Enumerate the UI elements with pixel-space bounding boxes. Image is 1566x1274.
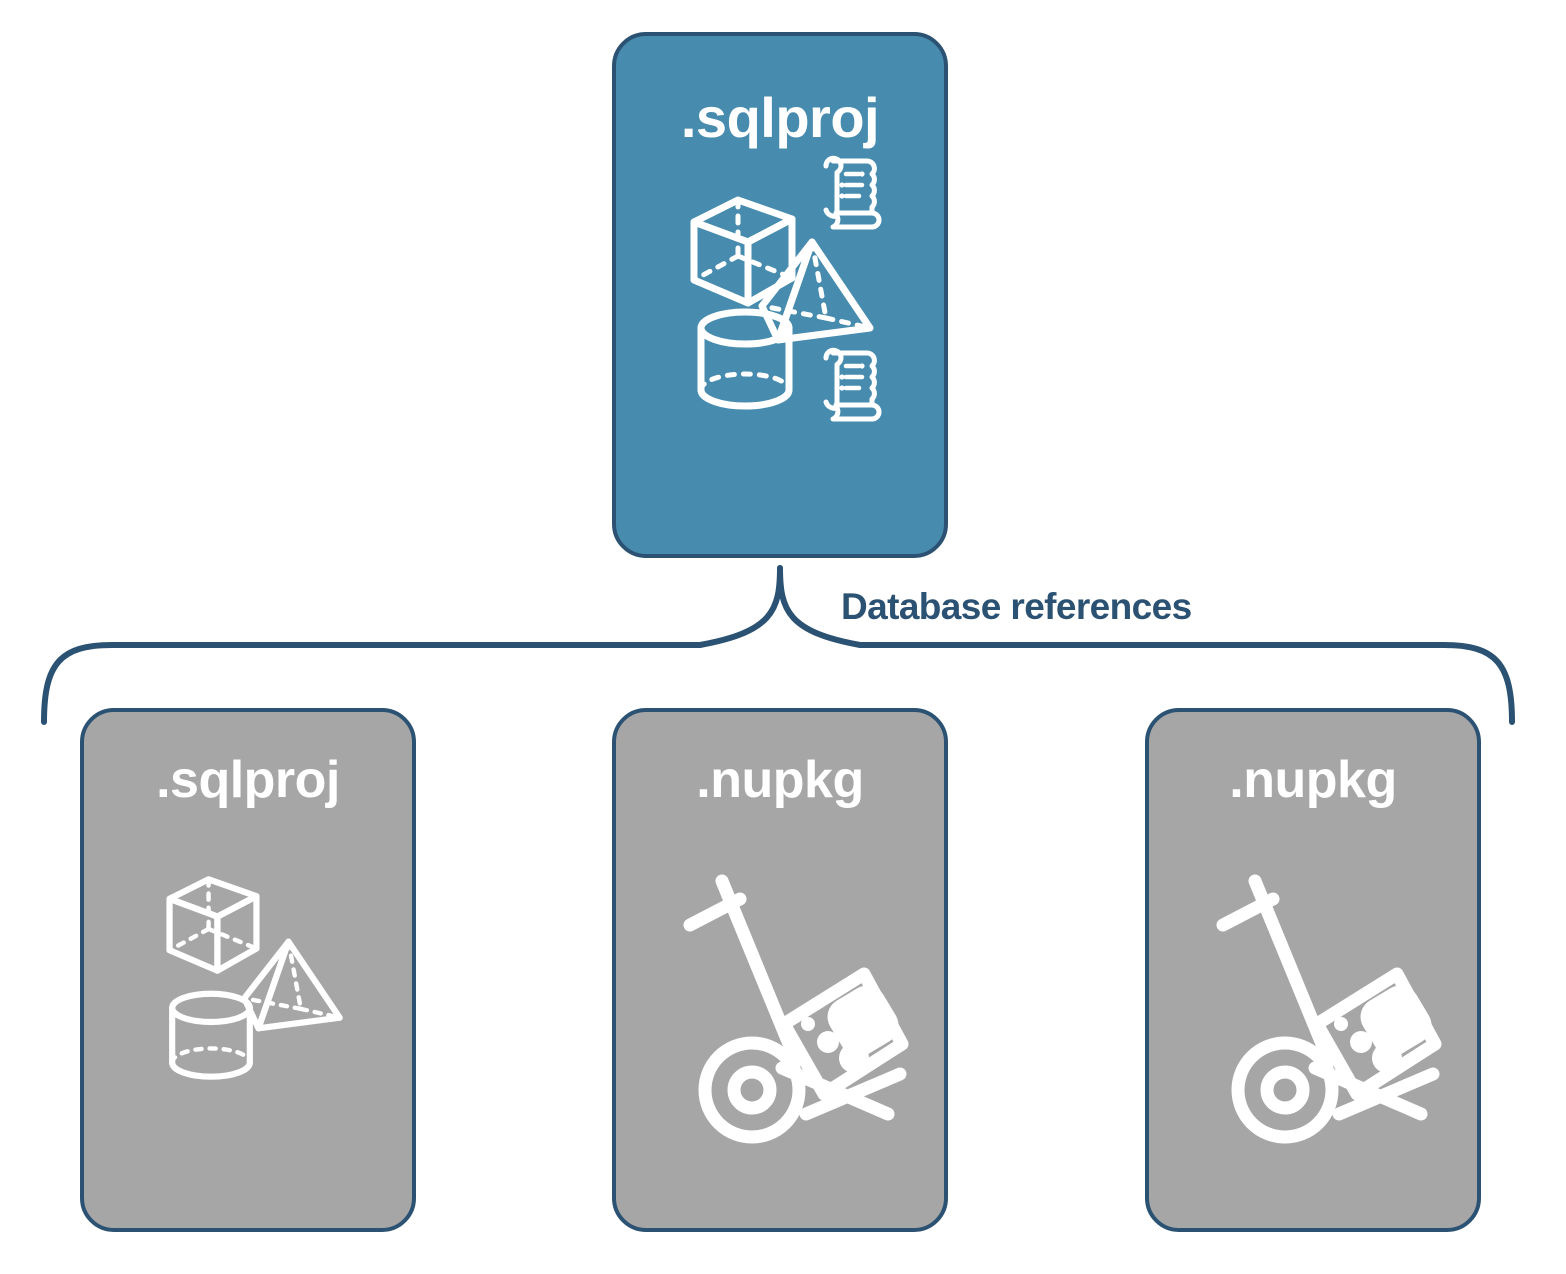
- card-artwork-child-nupkg-1: [616, 806, 944, 1228]
- pyramid-icon: [758, 238, 874, 344]
- hand-truck-package-icon: [1216, 874, 1442, 1144]
- script-scroll-icon: [823, 347, 882, 422]
- card-artwork-child-sqlproj: [84, 806, 412, 1228]
- hand-truck-package-icon: [683, 874, 909, 1144]
- card-artwork-root: [616, 146, 944, 554]
- cylinder-icon: [697, 308, 793, 410]
- cylinder-icon: [169, 990, 253, 1080]
- card-title: .sqlproj: [680, 86, 880, 149]
- connector-label: Database references: [841, 586, 1192, 627]
- card-child-sqlproj[interactable]: .sqlproj: [80, 708, 416, 1232]
- pyramid-icon: [241, 938, 343, 1032]
- card-title: .sqlproj: [156, 751, 340, 809]
- card-root-sqlproj[interactable]: .sqlproj: [612, 32, 948, 558]
- card-title: .nupkg: [1229, 751, 1397, 809]
- card-child-nupkg-1[interactable]: .nupkg: [612, 708, 948, 1232]
- cube-icon: [166, 876, 260, 974]
- card-title: .nupkg: [696, 751, 864, 809]
- script-scroll-icon: [823, 155, 882, 230]
- card-artwork-child-nupkg-2: [1149, 806, 1477, 1228]
- card-child-nupkg-2[interactable]: .nupkg: [1145, 708, 1481, 1232]
